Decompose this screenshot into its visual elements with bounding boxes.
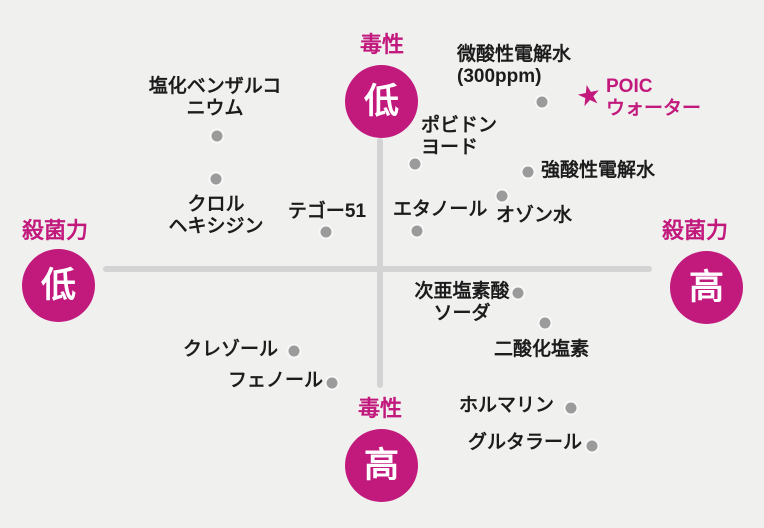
- point-label-formalin: ホルマリン: [459, 395, 555, 416]
- y-axis-line: [377, 138, 383, 388]
- x-axis-title-right: 殺菌力: [662, 218, 729, 243]
- point-label-sodium-hypochlorite: 次亜塩素酸 ソーダ: [414, 281, 510, 325]
- point-label-tego-51: テゴー51: [287, 201, 367, 222]
- dot-marker-chlorine-dioxide: [539, 317, 551, 329]
- x-axis-badge-low: 低: [22, 249, 95, 322]
- star-marker-poic-water: ★: [573, 77, 605, 114]
- point-label-ozone-water: オゾン水: [496, 205, 573, 226]
- point-label-chlorine-dioxide: 二酸化塩素: [494, 339, 590, 360]
- dot-marker-phenol: [326, 377, 338, 389]
- dot-marker-slightly-acidic-electrolyzed-water: [536, 96, 548, 108]
- point-label-cresol: クレゾール: [183, 339, 279, 360]
- dot-marker-strongly-acidic-electrolyzed-water: [522, 166, 534, 178]
- dot-marker-ozone-water: [496, 190, 508, 202]
- point-label-poic-water: POIC ウォーター: [606, 76, 702, 120]
- point-label-slightly-acidic-electrolyzed-water: 微酸性電解水 (300ppm): [457, 44, 572, 88]
- point-label-chlorhexidine: クロル ヘキシジン: [168, 194, 264, 238]
- point-label-phenol: フェノール: [228, 370, 324, 391]
- dot-marker-cresol: [288, 345, 300, 357]
- dot-marker-benzalkonium-chloride: [211, 130, 223, 142]
- y-axis-badge-high: 高: [345, 429, 418, 502]
- x-axis-badge-high: 高: [670, 251, 743, 324]
- dot-marker-sodium-hypochlorite: [512, 287, 524, 299]
- point-label-strongly-acidic-electrolyzed-water: 強酸性電解水: [541, 160, 656, 181]
- dot-marker-glutaral: [586, 440, 598, 452]
- y-axis-title-bottom: 毒性: [357, 396, 403, 421]
- point-label-benzalkonium-chloride: 塩化ベンザルコ ニウム: [148, 76, 282, 120]
- point-label-glutaral: グルタラール: [468, 432, 583, 453]
- x-axis-title-left: 殺菌力: [22, 218, 89, 243]
- dot-marker-formalin: [565, 402, 577, 414]
- dot-marker-tego-51: [320, 226, 332, 238]
- dot-marker-ethanol: [411, 225, 423, 237]
- dot-marker-chlorhexidine: [210, 173, 222, 185]
- dot-marker-povidone-iodine: [409, 158, 421, 170]
- point-label-ethanol: エタノール: [393, 199, 488, 220]
- point-label-povidone-iodine: ポビドン ヨード: [421, 115, 498, 159]
- y-axis-title-top: 毒性: [359, 32, 405, 57]
- y-axis-badge-low: 低: [345, 65, 418, 138]
